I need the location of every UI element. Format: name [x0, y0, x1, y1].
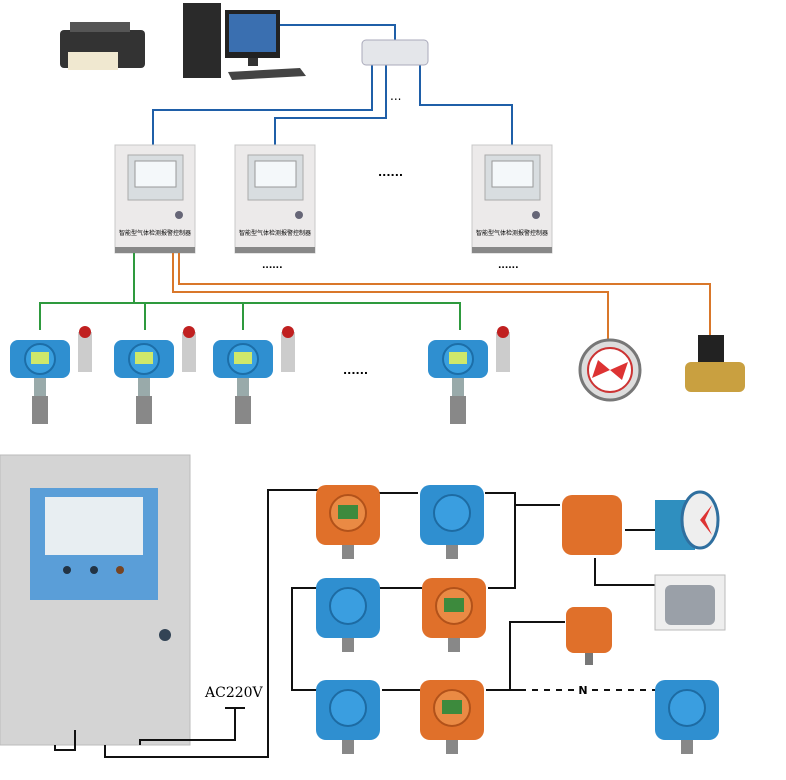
detector-4: [427, 326, 510, 425]
computer-icon: [183, 3, 306, 80]
explosion-proof-box-1: [562, 495, 622, 555]
detector-blue-1: [419, 484, 485, 560]
printer-icon: [60, 22, 145, 70]
detector-orange-2: [421, 577, 487, 653]
wiring: [54, 489, 655, 758]
detectors-ellipsis: ......: [343, 364, 368, 377]
detector-orange-3: [419, 679, 485, 755]
detector-1: [9, 326, 92, 425]
gas-valve-icon: [654, 574, 726, 631]
axial-fan-icon: [655, 490, 720, 550]
solenoid-valve-icon: [685, 335, 745, 392]
controller-3-ellipsis: ......: [498, 261, 519, 271]
controller-3-label: 智能型气体检测报警控制器: [476, 229, 548, 237]
detector-bus-lines: [39, 253, 461, 330]
controllers-ellipsis: ......: [378, 166, 403, 179]
relay-lines: [172, 253, 711, 342]
label-bg: [574, 683, 592, 697]
chain-n-label: N: [578, 684, 587, 697]
detector-blue-n: [654, 679, 720, 755]
detector-3: [212, 326, 295, 425]
controller-2-label: 智能型气体检测报警控制器: [239, 229, 311, 237]
detector-blue-3: [315, 679, 381, 755]
explosion-proof-box-2: [566, 607, 612, 665]
network-lines: [152, 24, 513, 145]
switch-ellipsis: ...: [390, 89, 401, 103]
controller-1-label: 智能型气体检测报警控制器: [119, 229, 191, 237]
exhaust-fan-icon: [578, 338, 642, 402]
alarm-controller-cabinet: [0, 454, 191, 746]
network-switch-icon: [361, 39, 429, 66]
detector-orange-1: [315, 484, 381, 560]
detector-blue-2: [315, 577, 381, 653]
detector-2: [113, 326, 196, 425]
controller-2-ellipsis: ......: [262, 261, 283, 271]
power-label: AC220V: [204, 685, 264, 701]
